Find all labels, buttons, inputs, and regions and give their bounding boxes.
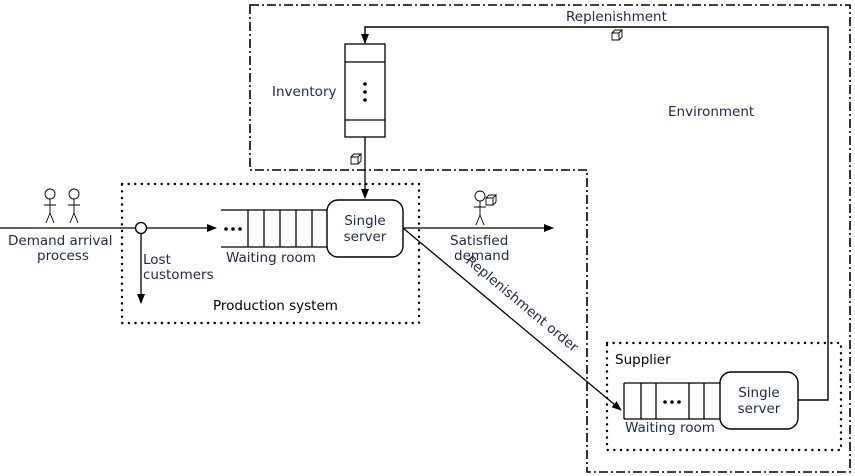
supplier-waiting-room [623, 382, 720, 420]
lost-customers-label-line2: customers [143, 267, 214, 283]
supplier-server [719, 371, 799, 430]
person-icon [68, 188, 80, 224]
satisfied-demand-label-line1: Satisfied [450, 233, 508, 249]
person-icon [474, 190, 486, 226]
person-icon [44, 188, 56, 224]
package-icon [611, 29, 624, 41]
supplier-label: Supplier [615, 352, 671, 368]
production-system-label: Production system [213, 298, 338, 314]
replenishment-order-flow [402, 227, 622, 411]
environment-boundary [249, 4, 851, 473]
demand-arrival-label-line1: Demand arrival [8, 233, 112, 249]
production-waiting-room-label: Waiting room [226, 250, 316, 266]
production-server-label-line1: Single [344, 213, 386, 229]
package-icon [485, 194, 498, 206]
environment-label: Environment [668, 104, 754, 120]
supplier-server-label-line1: Single [738, 385, 780, 401]
satisfied-demand-label-line2: demand [454, 248, 509, 264]
production-waiting-room [221, 209, 327, 248]
replenishment-order-label: Replenishment order [462, 253, 581, 356]
inventory-stack [344, 43, 386, 138]
production-server-label-line2: server [344, 229, 387, 245]
replenishment-flow [361, 26, 829, 401]
supplier-waiting-room-label: Waiting room [625, 420, 715, 436]
package-icon [350, 153, 363, 165]
lost-customers-label-line1: Lost [143, 252, 171, 268]
replenishment-label: Replenishment [566, 9, 667, 25]
inventory-label: Inventory [272, 84, 336, 100]
routing-node [134, 221, 148, 235]
demand-arrival-label-line2: process [37, 248, 89, 264]
supplier-server-label-line2: server [738, 401, 781, 417]
